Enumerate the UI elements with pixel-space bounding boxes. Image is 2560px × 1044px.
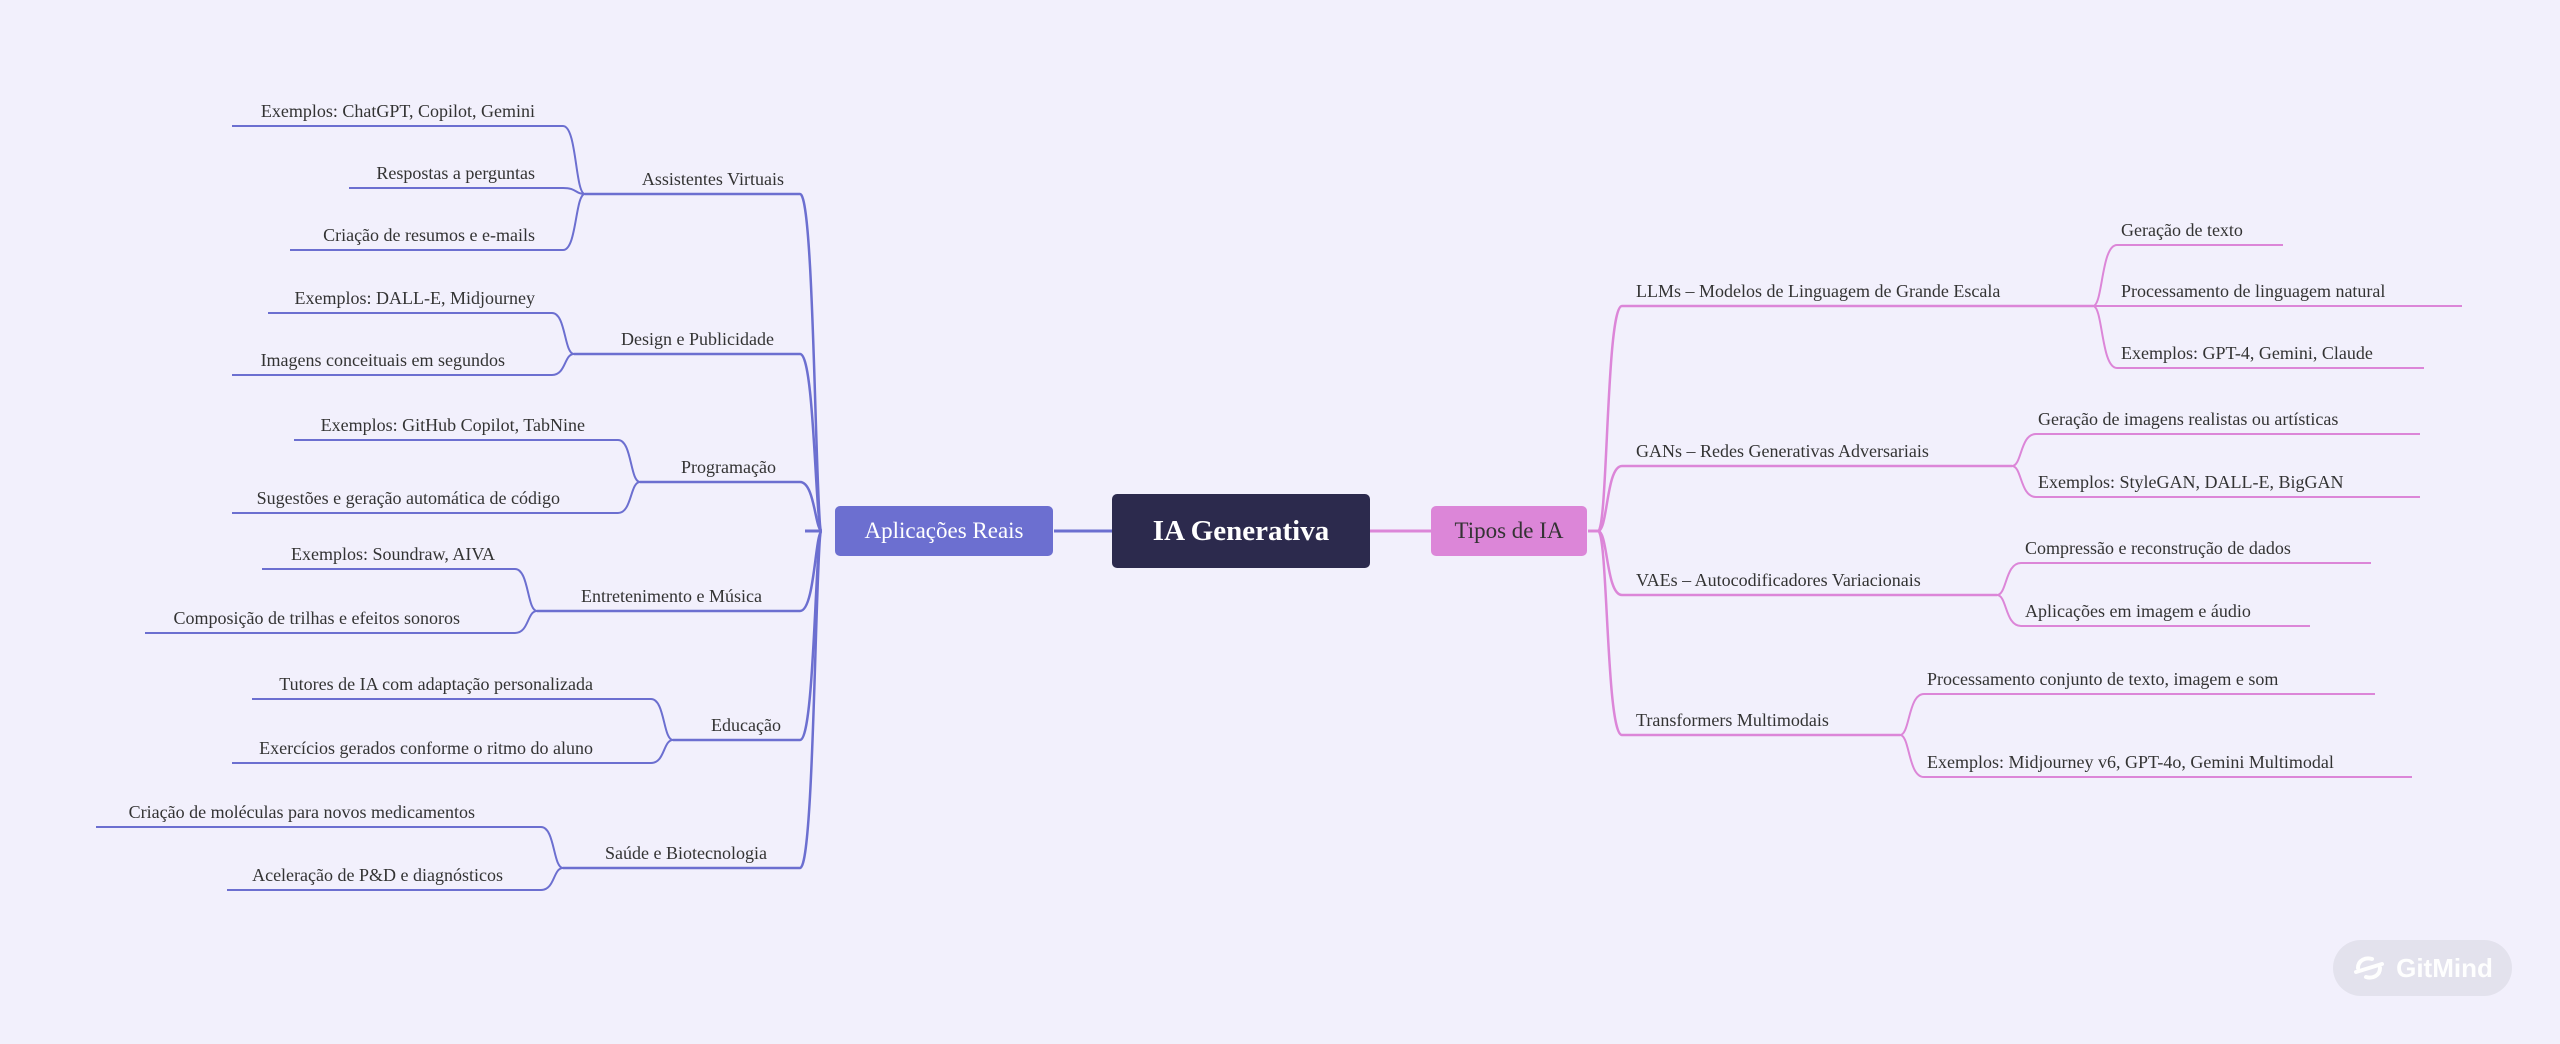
subtopic-respostas-a-perguntas[interactable]: Respostas a perguntas <box>376 163 535 183</box>
connector-line <box>2011 433 2420 467</box>
root-node[interactable]: IA Generativa <box>1112 494 1370 568</box>
subtopic-sugestoes-e-geracao-automatica-de-codigo[interactable]: Sugestões e geração automática de código <box>256 488 560 508</box>
subtopic-composicao-de-trilhas-e-efeitos-sonoros[interactable]: Composição de trilhas e efeitos sonoros <box>173 608 460 628</box>
gitmind-watermark: GitMind <box>2333 940 2512 996</box>
connector-line <box>1588 529 1900 737</box>
subtopic-imagens-conceituais-em-segundos[interactable]: Imagens conceituais em segundos <box>260 350 505 370</box>
connector-line <box>232 353 575 376</box>
subtopic-exemplos-soundraw-aiva[interactable]: Exemplos: Soundraw, AIVA <box>291 544 495 564</box>
subtopic-criacao-de-moleculas-para-novos-medicame[interactable]: Criação de moléculas para novos medicame… <box>128 802 475 822</box>
connector-line <box>349 187 586 195</box>
branch-tipos-de-ia[interactable]: Tipos de IA <box>1431 506 1587 556</box>
subtopic-processamento-de-linguagem-natural[interactable]: Processamento de linguagem natural <box>2121 281 2386 301</box>
subtopic-exercicios-gerados-conforme-o-ritmo-do-a[interactable]: Exercícios gerados conforme o ritmo do a… <box>259 738 593 758</box>
subtopic-tutores-de-ia-com-adaptacao-personalizad[interactable]: Tutores de IA com adaptação personalizad… <box>279 674 593 694</box>
subtopic-processamento-conjunto-de-texto-imagem-e[interactable]: Processamento conjunto de texto, imagem … <box>1927 669 2279 689</box>
connector-line <box>574 352 824 533</box>
subtopic-aceleracao-de-p-d-e-diagnosticos[interactable]: Aceleração de P&D e diagnósticos <box>252 865 503 885</box>
connector-line <box>1899 693 2375 736</box>
subtopic-exemplos-midjourney-v6-gpt-4o-gemini-mul[interactable]: Exemplos: Midjourney v6, GPT-4o, Gemini … <box>1927 752 2334 772</box>
connector-line <box>96 826 564 869</box>
gitmind-logo-icon <box>2354 956 2385 980</box>
connector-line <box>2092 244 2283 307</box>
connector-line <box>262 568 538 612</box>
connector-line <box>563 529 824 870</box>
connector-line <box>1588 464 2012 533</box>
subtopic-compressao-e-reconstrucao-de-dados[interactable]: Compressão e reconstrução de dados <box>2025 538 2291 558</box>
connector-line <box>640 480 824 533</box>
connector-line <box>227 867 564 891</box>
topic-educacao[interactable]: Educação <box>711 715 781 735</box>
topic-saude-e-biotecnologia[interactable]: Saúde e Biotecnologia <box>605 843 767 863</box>
subtopic-criacao-de-resumos-e-e-mails[interactable]: Criação de resumos e e-mails <box>323 225 535 245</box>
connector-line <box>232 481 641 514</box>
topic-transformers-multimodais[interactable]: Transformers Multimodais <box>1636 710 1829 730</box>
topic-programacao[interactable]: Programação <box>681 457 776 477</box>
connector-line <box>1899 734 2412 778</box>
connector-line <box>145 610 538 634</box>
topic-design-e-publicidade[interactable]: Design e Publicidade <box>621 329 774 349</box>
topic-vaes-autocodificadores-variacionais[interactable]: VAEs – Autocodificadores Variacionais <box>1636 570 1921 590</box>
connector-line <box>1588 304 2093 533</box>
subtopic-exemplos-stylegan-dall-e-biggan[interactable]: Exemplos: StyleGAN, DALL-E, BigGAN <box>2038 472 2344 492</box>
connector-line <box>294 439 641 483</box>
subtopic-exemplos-chatgpt-copilot-gemini[interactable]: Exemplos: ChatGPT, Copilot, Gemini <box>260 101 535 121</box>
connector-line <box>252 698 674 741</box>
connector-line <box>2092 305 2424 369</box>
subtopic-geracao-de-imagens-realistas-ou-artistic[interactable]: Geração de imagens realistas ou artístic… <box>2038 409 2339 429</box>
subtopic-exemplos-dall-e-midjourney[interactable]: Exemplos: DALL-E, Midjourney <box>294 288 535 308</box>
connector-line <box>673 529 824 742</box>
connector-line <box>290 193 586 251</box>
branch-aplicacoes-reais[interactable]: Aplicações Reais <box>835 506 1053 556</box>
subtopic-geracao-de-texto[interactable]: Geração de texto <box>2121 220 2243 240</box>
subtopic-exemplos-gpt-4-gemini-claude[interactable]: Exemplos: GPT-4, Gemini, Claude <box>2121 343 2373 363</box>
topic-llms-modelos-de-linguagem-de-grande-esca[interactable]: LLMs – Modelos de Linguagem de Grande Es… <box>1636 281 2001 301</box>
connector-line <box>232 739 674 764</box>
subtopic-aplicacoes-em-imagem-e-audio[interactable]: Aplicações em imagem e áudio <box>2025 601 2251 621</box>
watermark-text: GitMind <box>2396 952 2493 983</box>
connector-line <box>268 312 575 355</box>
connector-line <box>585 192 824 533</box>
subtopic-exemplos-github-copilot-tabnine[interactable]: Exemplos: GitHub Copilot, TabNine <box>320 415 585 435</box>
topic-assistentes-virtuais[interactable]: Assistentes Virtuais <box>641 169 784 189</box>
connector-line <box>1996 594 2310 627</box>
connector-line <box>232 125 586 195</box>
connector-line <box>2011 465 2420 498</box>
connector-line <box>1996 562 2371 596</box>
topic-gans-redes-generativas-adversariais[interactable]: GANs – Redes Generativas Adversariais <box>1636 441 1929 461</box>
topic-entretenimento-e-musica[interactable]: Entretenimento e Música <box>581 586 762 606</box>
